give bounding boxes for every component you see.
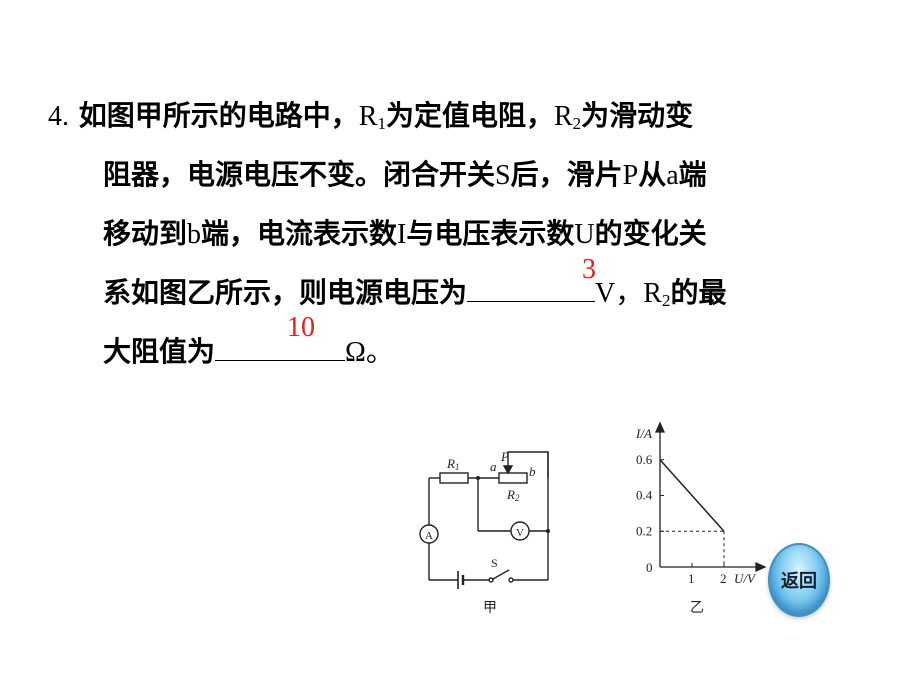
x-axis-arrow	[755, 561, 767, 573]
r2-sub: 2	[515, 493, 520, 503]
switch-label: S	[491, 556, 498, 570]
iu-line	[659, 459, 725, 532]
answer-blank-2[interactable]	[215, 330, 346, 361]
resistor-r2	[498, 472, 528, 484]
circuit-caption: 甲	[483, 601, 497, 616]
question-line-1: 4. 如图甲所示的电路中，R1为定值电阻，R2为滑动变	[48, 99, 694, 133]
svg-text:R1: R1	[446, 456, 459, 472]
x-tick-label-1: 1	[688, 571, 695, 586]
r1-label: R	[446, 456, 455, 471]
back-button-label: 返回	[781, 571, 817, 592]
svg-text:R2: R2	[506, 487, 520, 503]
question-line-3: 移动到b端，电流表示数I与电压表示数U的变化关	[103, 217, 707, 250]
answer-1: 3	[582, 254, 596, 285]
answer-blank-1[interactable]	[467, 271, 596, 302]
junction-dot	[476, 476, 480, 480]
origin-label: 0	[646, 560, 653, 575]
switch-lever	[492, 569, 510, 580]
voltmeter-label: V	[516, 527, 524, 539]
y-axis-arrow	[654, 421, 666, 433]
r2-label: R	[506, 487, 515, 502]
y-tick-label-0.2: 0.2	[636, 523, 652, 538]
question-number: 4.	[48, 101, 69, 132]
switch-contact-left	[488, 577, 494, 583]
answer-2: 10	[287, 312, 315, 343]
r1-sub: 1	[455, 462, 460, 472]
y-axis-label: I/A	[635, 426, 652, 441]
back-button[interactable]: 返回	[768, 543, 830, 617]
ammeter-label: A	[425, 530, 433, 542]
question-line-2: 阻器，电源电压不变。闭合开关S后，滑片P从a端	[103, 158, 707, 191]
x-tick-label-2: 2	[720, 571, 727, 586]
label-p: P	[500, 449, 509, 464]
x-axis-label: U/V	[734, 571, 757, 586]
junction-dot-right	[546, 529, 550, 533]
y-tick-label-0.4: 0.4	[636, 488, 653, 503]
label-a: a	[490, 459, 497, 474]
slider-arrow	[502, 465, 514, 475]
graph-caption: 乙	[690, 600, 704, 616]
label-b: b	[529, 464, 536, 479]
y-tick-label-0.6: 0.6	[636, 452, 653, 467]
